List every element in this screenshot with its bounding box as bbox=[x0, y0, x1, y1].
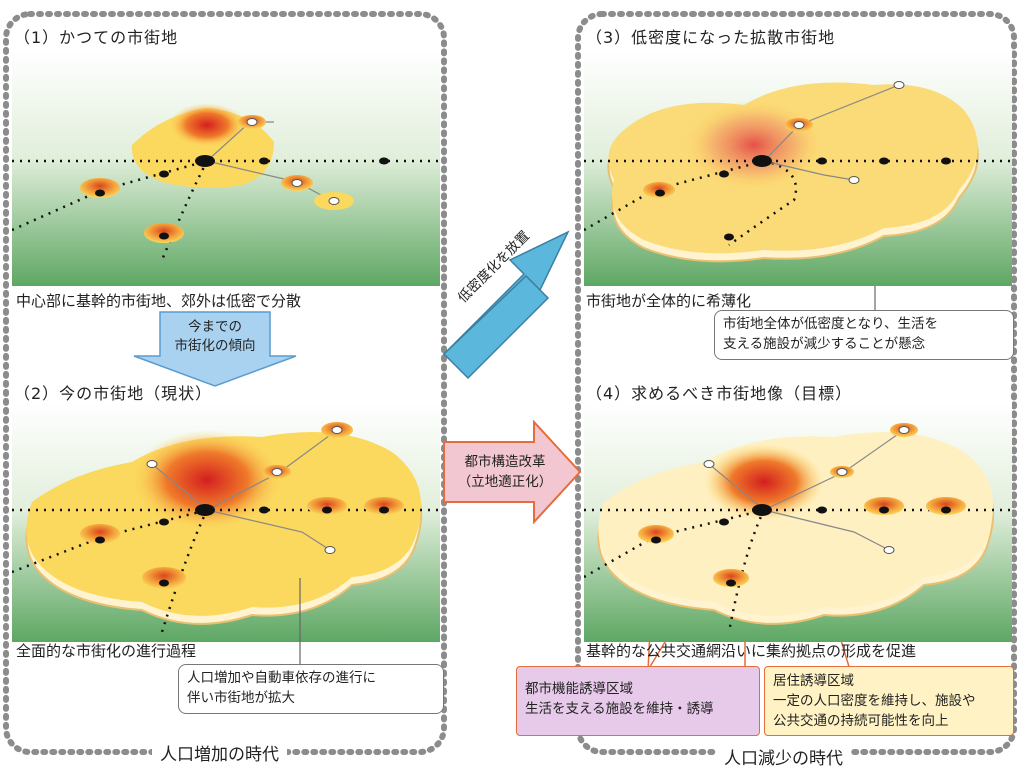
panel4-caption: 基幹的な公共交通網沿いに集約拠点の形成を促進 bbox=[586, 642, 917, 660]
panel3-note-line2: 支える施設が減少することが懸念 bbox=[723, 336, 926, 352]
panel3-scene bbox=[584, 50, 1012, 286]
panel4-scene bbox=[584, 402, 1012, 642]
diagonal-arrow bbox=[442, 230, 570, 380]
panel3-note: 市街地全体が低密度となり、生活を 支える施設が減少することが懸念 bbox=[714, 310, 1014, 360]
right-arrow-label-2: （立地適正化） bbox=[457, 474, 553, 490]
residential-zone-body-line2: 公共交通の持続可能性を向上 bbox=[773, 713, 949, 729]
panel3-note-line1: 市街地全体が低密度となり、生活を bbox=[723, 316, 939, 332]
urban-function-zone-title: 都市機能誘導区域 bbox=[525, 681, 633, 697]
panel2-note-line2: 伴い市街地が拡大 bbox=[187, 690, 295, 706]
down-arrow-label-1: 今までの bbox=[188, 319, 242, 335]
panel2-title: （2）今の市街地（現状） bbox=[14, 384, 213, 403]
residential-zone-box: 居住誘導区域 一定の人口密度を維持し、施設や 公共交通の持続可能性を向上 bbox=[764, 666, 1014, 736]
era-decline: 人口減少の時代 bbox=[716, 744, 851, 769]
residential-zone-title: 居住誘導区域 bbox=[773, 673, 854, 689]
panel2-scene bbox=[12, 402, 440, 642]
panel4-title: （4）求めるべき市街地像（目標） bbox=[586, 384, 853, 403]
panel1-scene bbox=[12, 50, 440, 286]
urban-function-zone-body: 生活を支える施設を維持・誘導 bbox=[525, 701, 714, 717]
panel2-note: 人口増加や自動車依存の進行に 伴い市街地が拡大 bbox=[178, 664, 444, 714]
panel1-title: （1）かつての市街地 bbox=[14, 28, 179, 47]
panel3-caption: 市街地が全体的に希薄化 bbox=[586, 292, 752, 310]
panel1-caption: 中心部に基幹的市街地、郊外は低密で分散 bbox=[16, 292, 302, 310]
down-arrow-label-2: 市街化の傾向 bbox=[174, 338, 256, 354]
residential-zone-body-line1: 一定の人口密度を維持し、施設や bbox=[773, 693, 976, 709]
era-growth: 人口増加の時代 bbox=[152, 740, 287, 765]
urban-function-zone-box: 都市機能誘導区域 生活を支える施設を維持・誘導 bbox=[516, 666, 760, 736]
panel2-note-line1: 人口増加や自動車依存の進行に bbox=[187, 670, 376, 686]
panel2-caption: 全面的な市街化の進行過程 bbox=[16, 642, 197, 660]
down-arrow bbox=[133, 311, 297, 387]
right-arrow bbox=[443, 420, 582, 524]
panel3-title: （3）低密度になった拡散市街地 bbox=[586, 28, 836, 47]
right-arrow-label-1: 都市構造改革 bbox=[464, 454, 546, 470]
